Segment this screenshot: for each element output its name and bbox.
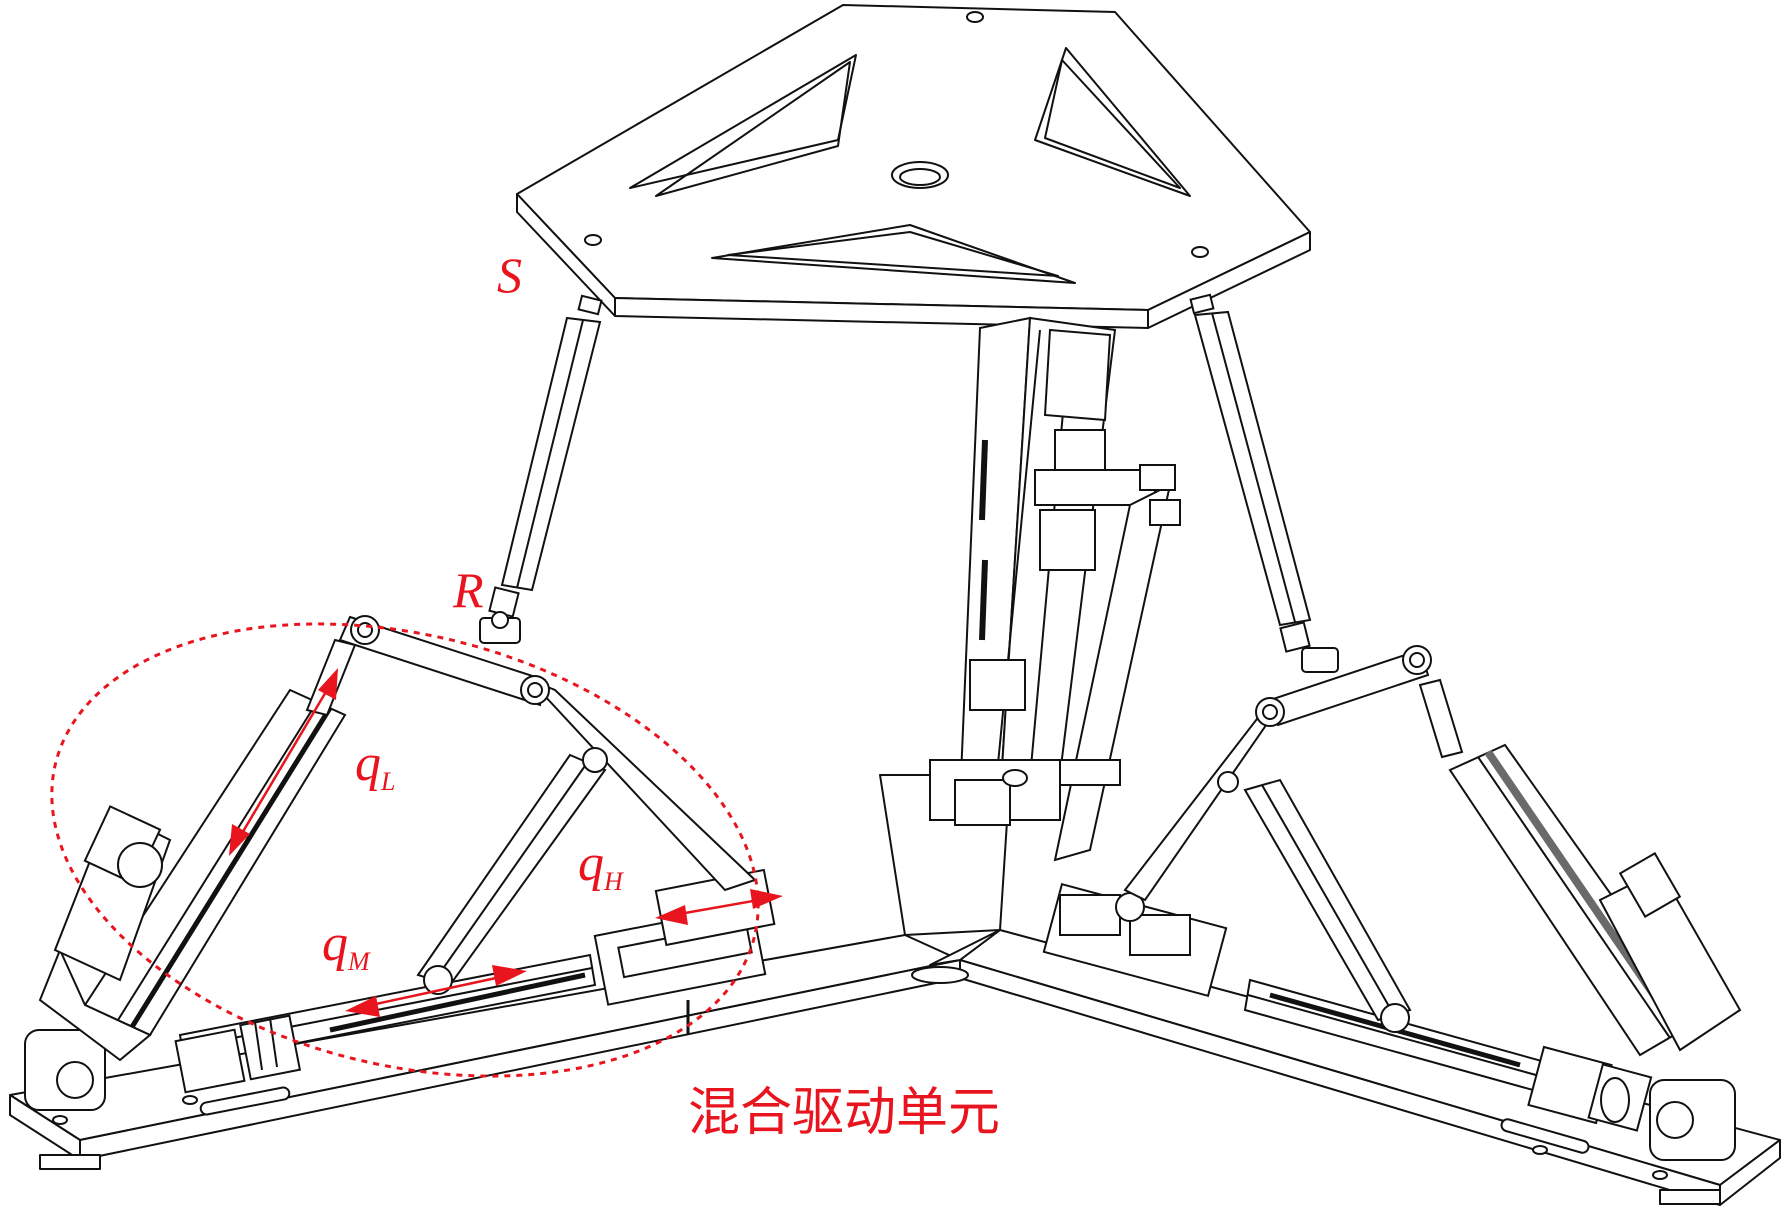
caption-hybrid-drive-unit: 混合驱动单元 xyxy=(688,1083,1000,1143)
qL-double-arrow xyxy=(229,668,338,856)
annotations: S R qL qH qM 混合驱动单元 xyxy=(50,247,1000,1143)
qH-double-arrow xyxy=(655,889,783,925)
rear-hybrid-unit xyxy=(929,316,1181,862)
qM-double-arrow xyxy=(345,965,527,1017)
label-qM-base: q xyxy=(322,915,348,972)
right-linear-guide xyxy=(1243,978,1653,1132)
label-qH-sub: H xyxy=(603,867,624,896)
right-hybrid-unit xyxy=(1123,645,1742,1161)
leg-right-upper xyxy=(1189,293,1312,653)
label-qL-sub: L xyxy=(380,767,395,796)
leg-left-upper xyxy=(488,294,603,618)
label-R: R xyxy=(452,562,484,618)
label-qL: qL xyxy=(355,735,395,796)
left-hybrid-unit xyxy=(24,611,757,1111)
label-S: S xyxy=(497,247,522,303)
moving-platform xyxy=(516,4,1311,329)
label-qH-base: q xyxy=(578,835,604,892)
hybrid-unit-highlight-ellipse xyxy=(50,622,760,1078)
label-qL-base: q xyxy=(355,735,381,792)
base-frame xyxy=(9,774,1781,1206)
label-qH: qH xyxy=(578,835,624,896)
label-qM-sub: M xyxy=(347,947,371,976)
label-qM: qM xyxy=(322,915,371,976)
